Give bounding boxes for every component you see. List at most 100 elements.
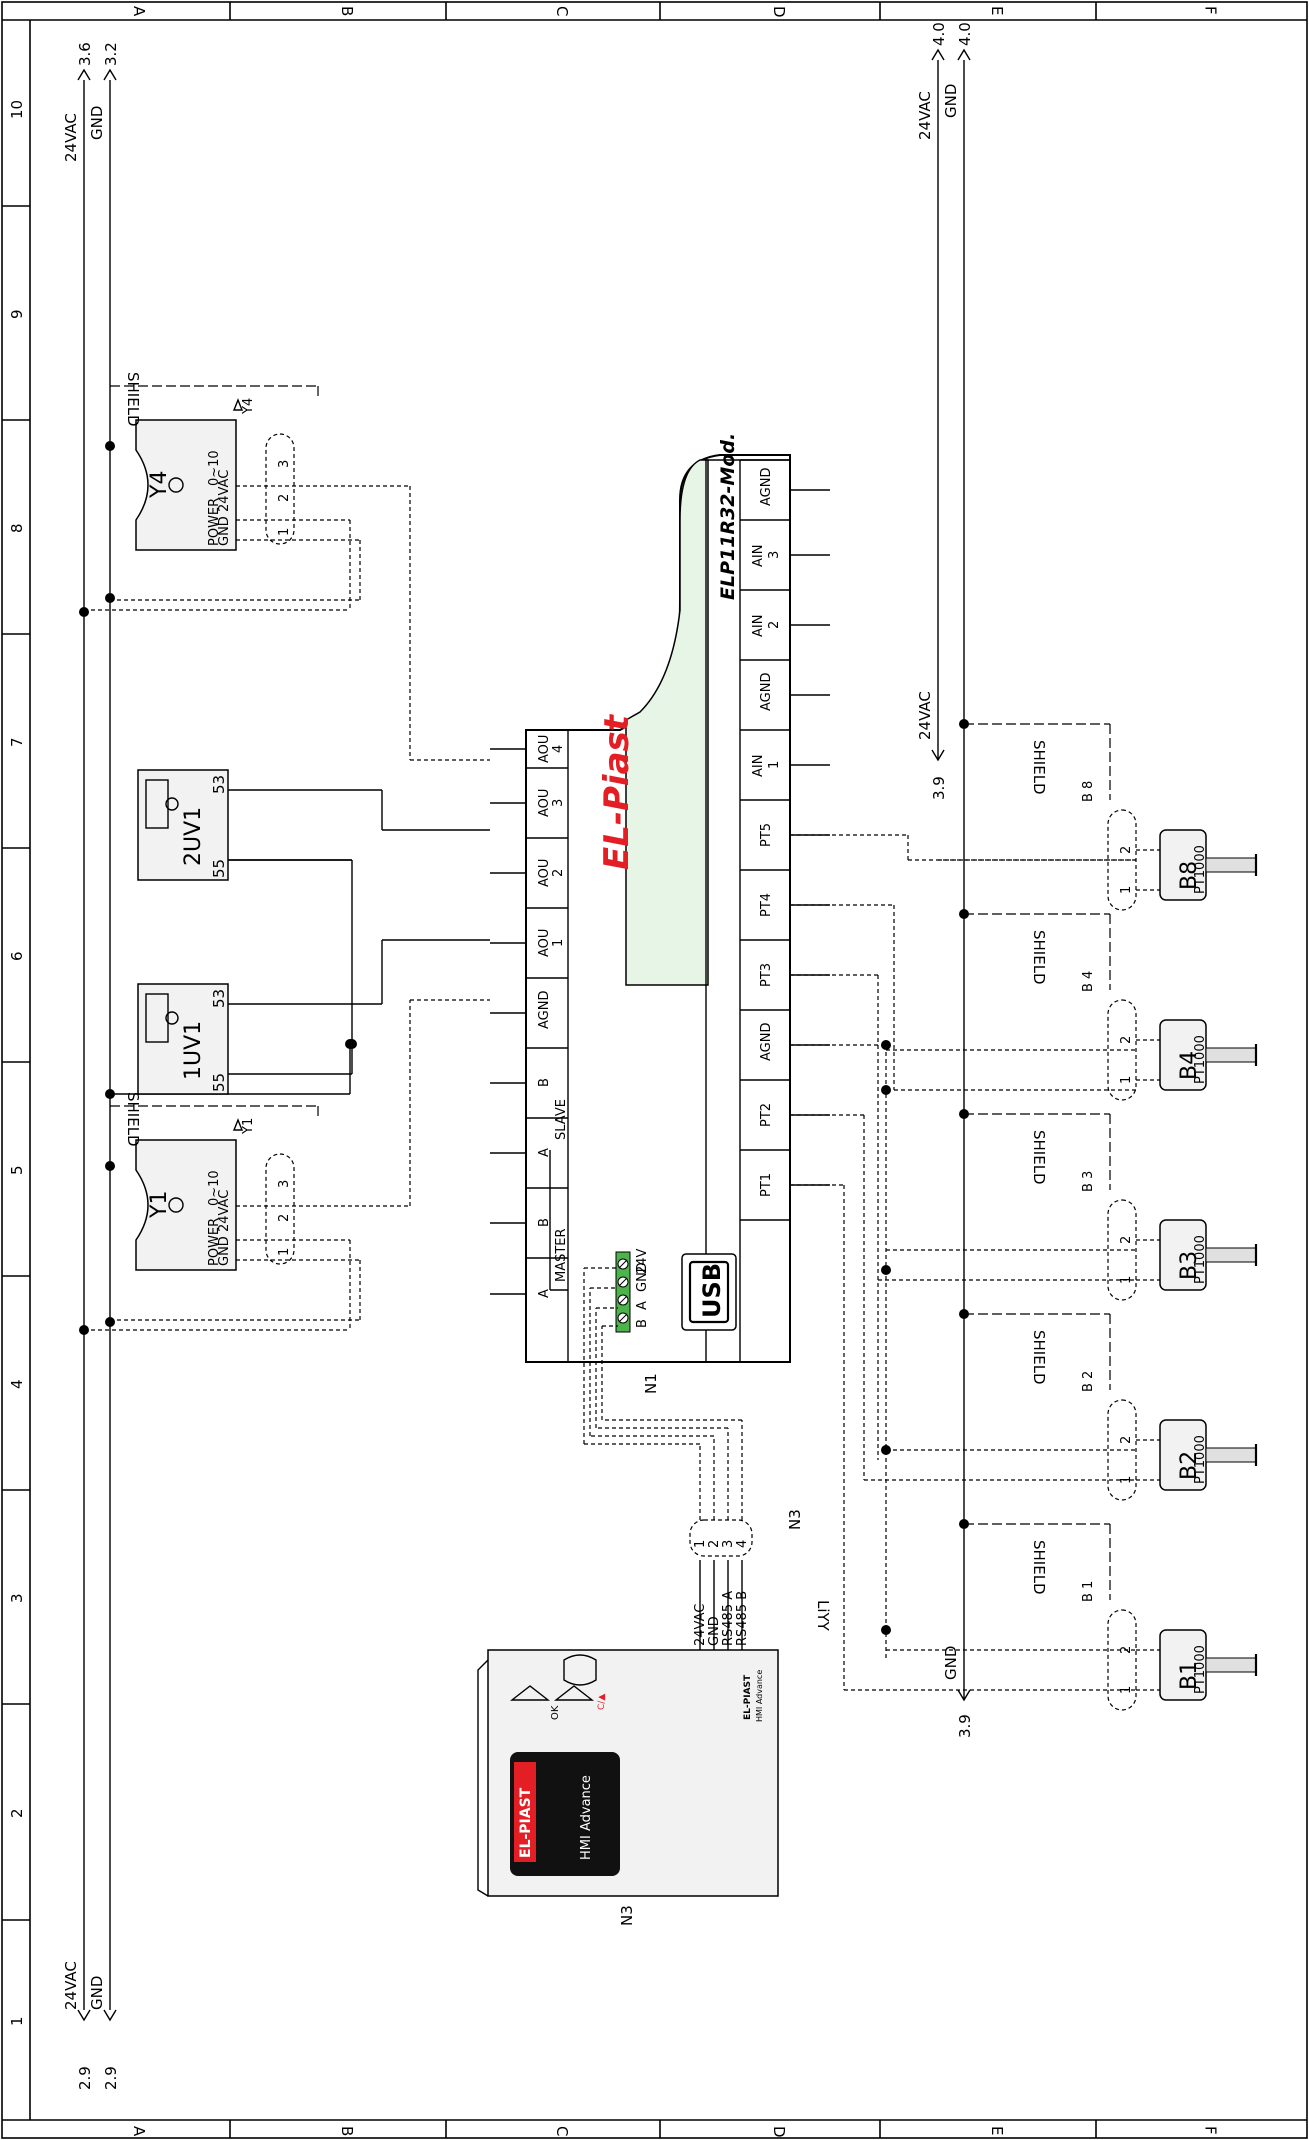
sensor-type-1: PT1000	[1193, 1435, 1208, 1484]
rail-label-gnd-top: GND	[88, 106, 106, 140]
rail-ref-3-2: 3.2	[102, 42, 120, 66]
frame-col-5: 5	[8, 1165, 26, 1175]
frame-col-10: 10	[8, 100, 26, 119]
actuator-gnd-1: GND 24VAC	[217, 470, 232, 546]
frame-row-f-bottom: F	[1202, 2126, 1220, 2135]
actuator-signal-1: 0~10	[207, 450, 222, 486]
frame-row-b-top: B	[338, 6, 356, 16]
sensor-shield-3: SHIELD	[1030, 930, 1048, 985]
frame-row-a-bottom: A	[130, 2126, 148, 2137]
frame-col-1: 1	[8, 2016, 26, 2026]
rail-ref-2-9-a: 2.9	[76, 2066, 94, 2090]
hmi-keypad[interactable]: OK C/▲	[509, 1654, 607, 1720]
controller-bottom-terminal-9-n: 3	[767, 551, 782, 559]
rail-right-ref-bot: 3.9	[956, 1714, 974, 1738]
sensor-tag-0: B 1	[1081, 1581, 1096, 1602]
rail-right-ref-mid: 3.9	[930, 776, 948, 800]
valve-terminal-55-1: 55	[210, 859, 228, 878]
actuator-shield-1: SHIELD	[124, 372, 142, 427]
controller-top-terminal-0: A	[537, 1289, 552, 1298]
rail-right-24vac-top: 24VAC	[916, 91, 934, 140]
frame-row-f-top: F	[1202, 6, 1220, 15]
sensor-ref-0: B1	[1177, 1661, 1202, 1690]
controller-bottom-terminal-8-n: 2	[767, 621, 782, 629]
controller-top-terminal-5: AOU	[537, 929, 552, 957]
actuator-ref-1: Y4	[147, 471, 172, 499]
controller-slave-label: SLAVE	[554, 1099, 569, 1140]
hmi-connector-pin-1: 1	[693, 1540, 708, 1548]
controller-bottom-terminal-6-n: 1	[767, 761, 782, 769]
frame-row-d-bottom: D	[770, 2126, 788, 2138]
valve-wiring	[228, 790, 490, 1074]
controller-top-terminal-5-n: 1	[551, 939, 566, 947]
actuator-pin-0-1: 1	[277, 1248, 292, 1256]
actuator-ref-0: Y1	[147, 1191, 172, 1219]
sensor-shield-2: SHIELD	[1030, 1130, 1048, 1185]
actuator-tag-1: Y4	[241, 398, 256, 415]
actuator-gnd-0: GND 24VAC	[217, 1190, 232, 1266]
rail-label-24vac-top: 24VAC	[62, 113, 80, 162]
usb-label: USB	[698, 1263, 726, 1318]
frame-row-c-bottom: C	[553, 2126, 571, 2136]
rail-label-gnd-bot: GND	[88, 1976, 106, 2010]
rail-right-ref-top-b: 4.0	[956, 22, 974, 46]
hmi-connector-pin-2: 2	[707, 1540, 722, 1548]
controller-usb-port: USB	[681, 1253, 737, 1331]
sensor-wiring	[790, 834, 1136, 1691]
sensor-ref-3: B4	[1177, 1051, 1202, 1080]
frame-col-3: 3	[8, 1593, 26, 1603]
controller-top-terminal-3: B	[537, 1078, 552, 1087]
actuator-shield-0: SHIELD	[124, 1092, 142, 1147]
controller-display-panel	[625, 459, 709, 986]
controller-top-terminal-4: AGND	[537, 991, 552, 1029]
controller-bottom-terminal-5: PT5	[759, 823, 774, 847]
controller-top-terminal-2: A	[537, 1148, 552, 1157]
sensor-ref-1: B2	[1177, 1451, 1202, 1480]
hmi-connector-ref: N3	[786, 1509, 804, 1530]
rail-right-ref-top-a: 4.0	[930, 22, 948, 46]
frame-row-c-top: C	[553, 6, 571, 16]
valve-ref-0: 1UV1	[181, 1021, 206, 1080]
actuator-pin-0-2: 2	[277, 1214, 292, 1222]
hmi-display-brand-bar	[514, 1762, 536, 1862]
sensor-type-4: PT1000	[1193, 845, 1208, 894]
valve-ref-1: 2UV1	[181, 807, 206, 866]
hmi-cable-type: LiYY	[814, 1600, 832, 1632]
rs485-pin-0: 24V	[635, 1248, 650, 1274]
actuator-power-0: POWER	[207, 1218, 222, 1266]
frame-row-e-bottom: E	[988, 2126, 1006, 2135]
valve-terminal-55-0: 55	[210, 1073, 228, 1092]
sensor-tag-1: B 2	[1081, 1371, 1096, 1392]
hmi-ref: N3	[618, 1905, 636, 1926]
sensor-tag-2: B 3	[1081, 1171, 1096, 1192]
hmi-wire-label-3: RS485 B	[735, 1591, 750, 1646]
controller-bottom-terminal-10: AGND	[759, 468, 774, 506]
rs485-pin-1: GND	[635, 1262, 650, 1292]
controller-bottom-terminal-1: PT2	[759, 1103, 774, 1127]
right-power-rails: 24VAC GND 4.0 4.0 24VAC 3.9 GND 3.9	[916, 22, 974, 1738]
controller-bottom-terminal-7: AGND	[759, 673, 774, 711]
frame-col-7: 7	[8, 737, 26, 747]
frame-row-d-top: D	[770, 6, 788, 18]
frame-row-e-top: E	[988, 6, 1006, 15]
sensor-shield-0: SHIELD	[1030, 1540, 1048, 1595]
frame-col-6: 6	[8, 951, 26, 961]
controller-top-terminal-7-n: 3	[551, 799, 566, 807]
actuator-pin-1-2: 2	[277, 494, 292, 502]
hmi-c-label: C/▲	[597, 1694, 607, 1710]
sensor-shield-1: SHIELD	[1030, 1330, 1048, 1385]
hmi-n3: EL-PIAST HMI Advance OK C/▲ EL-PIAST HMI…	[477, 1649, 779, 1926]
sensor-pin1-4: 1	[1119, 886, 1134, 894]
valve-terminal-53-0: 53	[210, 989, 228, 1008]
sensor-pin2-2: 2	[1119, 1236, 1134, 1244]
